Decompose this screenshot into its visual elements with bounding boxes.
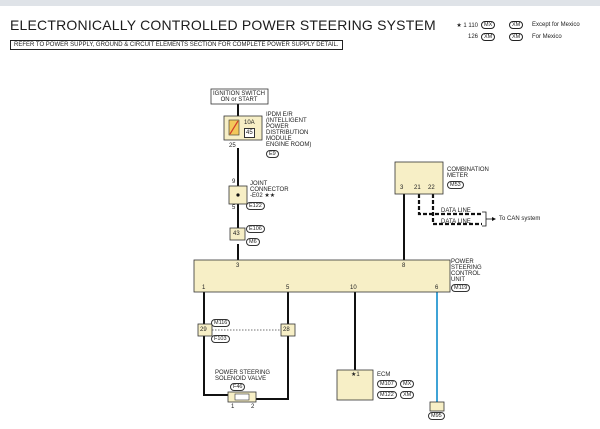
pscu-pin-bottom-1: 1: [202, 285, 206, 291]
ecm-connector-1: M107: [377, 380, 397, 388]
legend-description: Except for Mexico: [532, 22, 580, 28]
page-title: ELECTRONICALLY CONTROLLED POWER STEERING…: [10, 17, 436, 33]
ground-connector-id: M95: [428, 412, 445, 420]
ecm-star-pin: ★1: [351, 372, 360, 378]
joint-connector-label: JOINT CONNECTOR -E02 ★★: [250, 181, 289, 199]
ecm-connector-2: M122: [377, 391, 397, 399]
junction-conn-bottom: F103: [211, 335, 230, 343]
top-bar: [0, 0, 600, 6]
fuse-number-label: 45: [244, 128, 255, 138]
ecm-label: ECM: [377, 372, 391, 378]
legend-code-pill: XM: [509, 33, 524, 41]
junction-pin-29: 29: [200, 327, 207, 333]
pscu-pin-top-3: 3: [236, 263, 240, 269]
can-destination-label: To CAN system: [499, 216, 541, 222]
junction-43-conn-bottom: M6: [246, 238, 260, 246]
legend-value: 126: [467, 34, 478, 40]
reference-note: REFER TO POWER SUPPLY, GROUND & CIRCUIT …: [10, 40, 343, 50]
junction-conn-top: M116: [211, 319, 231, 327]
can-bracket: [482, 211, 487, 227]
junction-43-pin: 43: [233, 231, 240, 237]
legend-code-pill: XM: [481, 33, 496, 41]
junction-43-box: [229, 227, 246, 241]
pscu-connector-id: M119: [451, 284, 471, 292]
pscu-pin-bottom-5: 5: [286, 285, 290, 291]
joint-dot-icon: [236, 193, 240, 197]
fuse-icon: [229, 120, 239, 135]
joint-pin-bottom: 5: [232, 205, 236, 211]
junction-43-conn-top: E106: [246, 225, 265, 233]
legend-code-pill: MX: [481, 21, 496, 29]
pscu-box: [193, 259, 451, 293]
ground-terminal-box: [429, 401, 445, 412]
solenoid-connector-id: F46: [230, 383, 246, 391]
combination-meter-connector-id: M53: [447, 181, 464, 189]
combination-meter-label: COMBINATION METER: [447, 167, 489, 179]
combination-meter-box: [394, 161, 444, 195]
meter-pin-22: 22: [428, 185, 435, 191]
joint-connector-id: E122: [246, 202, 265, 210]
legend-star-value: ★ 1 110: [456, 23, 478, 29]
ipdm-connector-id: E9: [266, 150, 279, 158]
legend-code-pill: XM: [509, 21, 524, 29]
meter-pin-3: 3: [400, 185, 404, 191]
junction-pin-28: 28: [283, 327, 290, 333]
joint-pin-top: 9: [232, 179, 236, 185]
ecm-connector-2-tag: XM: [400, 391, 415, 399]
pscu-label: POWER STEERING CONTROL UNIT: [451, 259, 482, 283]
ipdm-pin: 25: [229, 143, 236, 149]
solenoid-pin-1: 1: [231, 404, 235, 410]
can-data-line-2: [431, 194, 482, 226]
solenoid-pin-2: 2: [251, 404, 255, 410]
ecm-box: [336, 369, 374, 401]
meter-pin-21: 21: [414, 185, 421, 191]
ipdm-label: IPDM E/R (INTELLIGENT POWER DISTRIBUTION…: [266, 112, 312, 148]
junction-29-box: [197, 323, 213, 337]
pscu-pin-bottom-6: 6: [435, 285, 439, 291]
ecm-connector-1-tag: MX: [400, 380, 415, 388]
can-data-line-label-1: DATA LINE: [441, 208, 471, 214]
can-arrow-head: [492, 217, 496, 221]
ignition-switch-label: IGNITION SWITCH ON or START: [213, 91, 265, 103]
can-data-line-1: [417, 194, 482, 216]
can-data-line-label-2: DATA LINE: [441, 219, 471, 225]
ignition-switch-box: [210, 88, 269, 105]
wire-pscu-pin5-to-solenoid: [256, 292, 289, 400]
solenoid-coil-icon: [234, 393, 250, 401]
pscu-pin-top-8: 8: [402, 263, 406, 269]
legend-description: For Mexico: [532, 34, 562, 40]
solenoid-valve-label: POWER STEERING SOLENOID VALVE: [215, 370, 271, 382]
pscu-pin-bottom-10: 10: [350, 285, 357, 291]
fuse-amp-label: 10A: [244, 120, 255, 126]
junction-28-box: [280, 323, 296, 337]
